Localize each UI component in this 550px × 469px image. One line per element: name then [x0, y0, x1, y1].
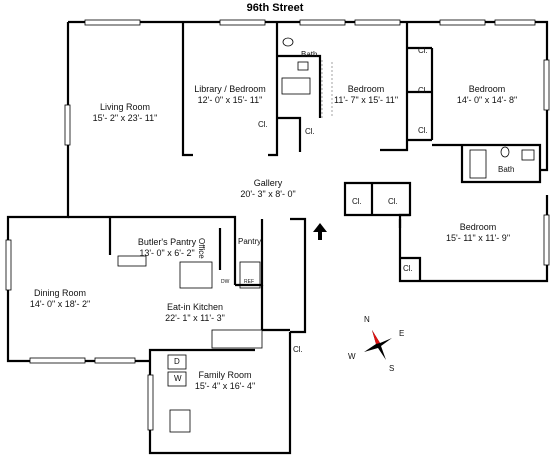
window	[84, 19, 141, 26]
family-room-dims: 15'- 4" x 16'- 4"	[194, 381, 256, 391]
closet-label: Cl.	[418, 126, 428, 135]
window	[5, 239, 12, 291]
interior-walls	[6, 20, 549, 455]
window	[543, 214, 550, 266]
library-dims: 12'- 0" x 15'- 11"	[197, 95, 263, 105]
compass-east: E	[399, 329, 405, 338]
living-room-dims: 15'- 2" x 23'- 11"	[92, 113, 158, 123]
bedroom-bedroom-wall	[380, 22, 409, 152]
window	[147, 374, 154, 431]
bedroom3-name: Bedroom	[459, 222, 497, 232]
dryer	[167, 354, 187, 370]
street-label: 96th Street	[246, 2, 304, 14]
closet-label: Cl.	[388, 197, 398, 206]
window	[439, 19, 486, 26]
window	[94, 357, 136, 364]
bath-label: Bath	[498, 165, 515, 174]
kitchen-dims: 22'- 1" x 11'- 3"	[165, 313, 225, 323]
closet-label: Cl.	[258, 120, 268, 129]
closet-label: Cl.	[305, 127, 315, 136]
window	[64, 104, 71, 146]
living-room-name: Living Room	[99, 102, 151, 112]
bath-closet-wall	[277, 116, 302, 152]
compass-south: S	[389, 364, 395, 373]
bath-label: Bath	[301, 50, 318, 59]
window	[494, 19, 536, 26]
entry-arrow-icon	[313, 223, 327, 240]
fixtures	[117, 37, 535, 433]
kitchen-name: Eat-in Kitchen	[166, 302, 224, 312]
butlers-pantry-name: Butler's Pantry	[137, 237, 197, 247]
pantry-east-wall	[235, 219, 264, 287]
sink	[521, 149, 535, 161]
bedroom1-name: Bedroom	[347, 84, 385, 94]
library-bath-wall	[268, 22, 279, 157]
bedroom2-dims: 14'- 0" x 14'- 8"	[456, 95, 518, 105]
bedroom2-name: Bedroom	[468, 84, 506, 94]
bedroom1-dims: 11'- 7" x 15'- 11"	[333, 95, 399, 105]
stair-wall	[290, 217, 307, 334]
sink	[117, 255, 147, 267]
dishwasher-label: DW	[221, 279, 230, 285]
library-name: Library / Bedroom	[194, 84, 266, 94]
pantry-wall	[110, 215, 237, 285]
kitchen-counter	[179, 261, 213, 289]
window	[543, 59, 550, 111]
dining-room-dims: 14'- 0" x 18'- 2"	[29, 299, 91, 309]
closet-label: Cl.	[293, 345, 303, 354]
window	[299, 19, 346, 26]
gallery-dims: 20'- 3" x 8'- 0"	[240, 189, 296, 199]
dryer-label: D	[174, 357, 180, 366]
east-bath-wall	[460, 143, 542, 184]
compass-rose	[364, 330, 392, 360]
bedroom3-wall	[398, 213, 410, 228]
compass-north-arrow	[372, 330, 380, 344]
compass	[364, 330, 392, 360]
closet-label: Cl.	[403, 264, 413, 273]
washer	[167, 371, 187, 387]
compass-west: W	[348, 352, 356, 361]
closet-label: Cl.	[418, 46, 428, 55]
gallery-name: Gallery	[253, 178, 283, 188]
window	[29, 357, 86, 364]
bathtub	[469, 149, 487, 179]
bathtub	[281, 77, 311, 95]
door-swings	[321, 60, 333, 120]
sink	[297, 61, 309, 71]
family-north-wall	[148, 348, 255, 361]
bath-bedroom-wall	[277, 54, 322, 118]
butlers-pantry-dims: 13'- 0" x 6'- 2"	[139, 248, 195, 258]
office-label: Office	[197, 238, 206, 259]
washer-label: W	[174, 374, 182, 383]
dining-room-name: Dining Room	[33, 288, 87, 298]
refrigerator-label: REF	[244, 279, 254, 285]
window	[354, 19, 401, 26]
half-bath	[169, 409, 191, 433]
bedroom3-closet	[400, 256, 422, 281]
toilet	[282, 37, 294, 47]
toilet	[500, 146, 510, 158]
pantry-label: Pantry	[238, 237, 262, 246]
closet-label: Cl.	[418, 86, 428, 95]
closet-label: Cl.	[352, 197, 362, 206]
windows	[5, 19, 550, 431]
family-room-name: Family Room	[198, 370, 252, 380]
window	[219, 19, 266, 26]
bedroom3-dims: 15'- 11" x 11'- 9"	[445, 233, 511, 243]
closets-wall	[407, 46, 434, 142]
living-library-wall	[181, 22, 193, 157]
cooktop	[211, 329, 263, 349]
west-wall	[6, 22, 150, 363]
compass-north: N	[364, 315, 370, 324]
refrigerator	[239, 261, 261, 289]
